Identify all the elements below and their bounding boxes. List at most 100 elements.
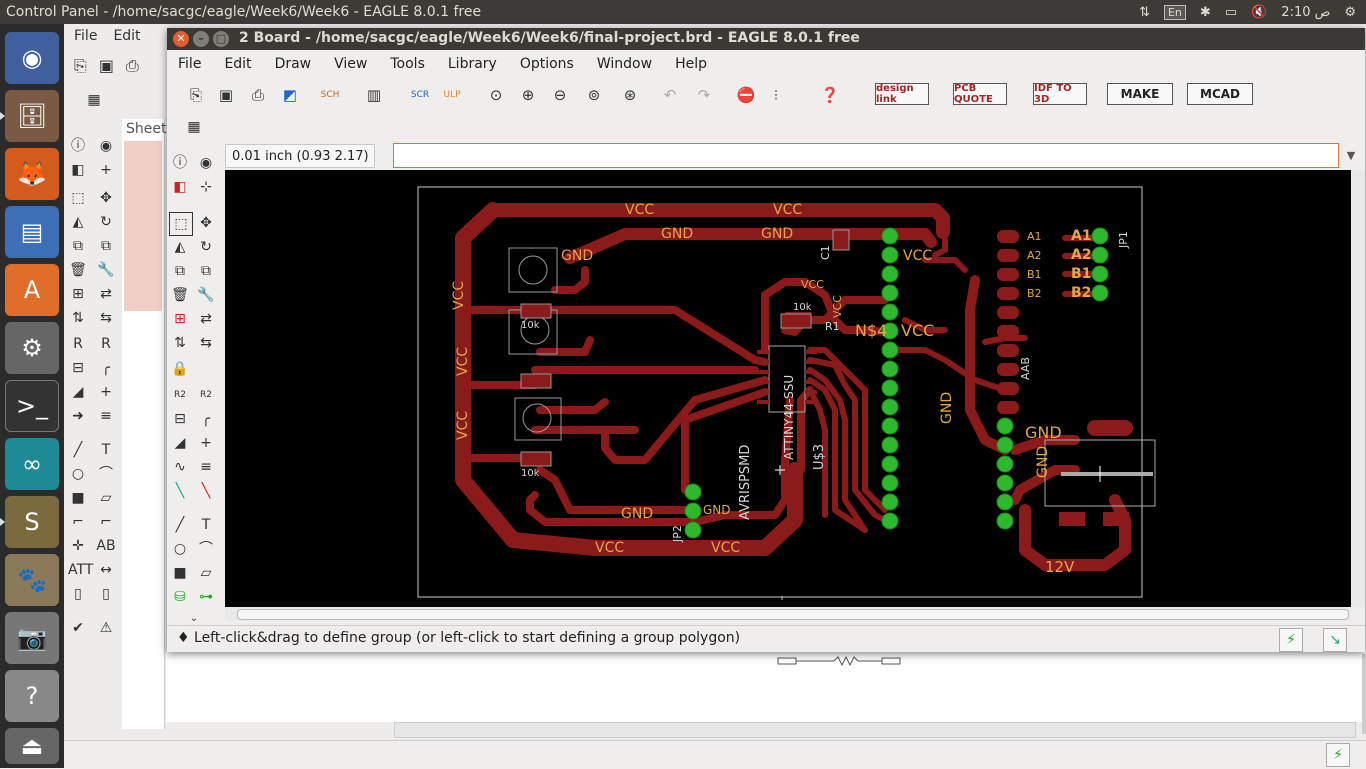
terminal-icon[interactable]: >_: [5, 380, 59, 432]
module-icon[interactable]: ▯: [102, 586, 110, 602]
maximize-icon[interactable]: □: [213, 31, 229, 47]
ubuntu-dash-icon[interactable]: ◉: [5, 32, 59, 84]
mirror-icon[interactable]: ◭: [174, 239, 186, 255]
gate-icon[interactable]: ⇆: [100, 310, 112, 326]
board-horizontal-scrollbar[interactable]: [225, 607, 1351, 621]
meander-icon[interactable]: ∿: [174, 459, 186, 475]
warning-icon[interactable]: ⚠: [99, 620, 113, 636]
wire-icon[interactable]: ╱: [175, 517, 185, 533]
via-icon[interactable]: ⛁: [174, 589, 186, 605]
name-icon[interactable]: R: [73, 336, 83, 352]
volume-muted-icon[interactable]: 🔇: [1251, 4, 1268, 20]
menu-file[interactable]: File: [178, 56, 202, 72]
bus-icon[interactable]: ≡: [100, 408, 112, 424]
net-icon[interactable]: ⌐: [72, 514, 84, 530]
miter-icon[interactable]: ╭: [101, 360, 111, 376]
copy-icon[interactable]: ⧉: [73, 238, 83, 254]
board-canvas[interactable]: VCC VCC GND GND GND VCC VCC N$4 VCC GND …: [225, 170, 1351, 607]
split-icon[interactable]: ◢: [72, 384, 84, 400]
menu-view[interactable]: View: [334, 56, 368, 72]
split-icon[interactable]: ◢: [174, 435, 186, 451]
script-icon[interactable]: SCR: [410, 90, 430, 100]
print-icon[interactable]: ⎙: [125, 56, 139, 75]
miter-icon[interactable]: ╭: [201, 411, 211, 427]
mark-icon[interactable]: +: [100, 162, 112, 178]
select-icon[interactable]: ⬚: [71, 190, 85, 206]
network-arrows-icon[interactable]: ⇅: [1139, 4, 1150, 20]
mcad-button[interactable]: MCAD: [1187, 83, 1253, 105]
files-icon[interactable]: 🗄: [0, 90, 59, 142]
scroll-thumb[interactable]: [237, 609, 1349, 620]
smash-icon[interactable]: ⊟: [72, 360, 84, 376]
polygon-icon[interactable]: ▱: [200, 565, 212, 581]
move-icon[interactable]: ✥: [200, 215, 212, 231]
save-icon[interactable]: ▣: [98, 56, 114, 75]
firefox-icon[interactable]: 🦊: [5, 148, 59, 200]
autorouter-icon[interactable]: ↘: [1323, 628, 1347, 652]
optimize-icon[interactable]: ⇆: [200, 335, 212, 351]
zoom-fit-icon[interactable]: ⊙: [489, 86, 503, 104]
polygon-icon[interactable]: ▱: [100, 490, 112, 506]
save-icon[interactable]: ▣: [218, 86, 234, 104]
rect-icon[interactable]: ■: [71, 490, 85, 506]
hole-icon[interactable]: ⊶: [199, 589, 213, 605]
open-icon[interactable]: ⎘: [74, 56, 87, 75]
mirror-icon[interactable]: ◭: [72, 214, 84, 230]
software-center-icon[interactable]: A: [5, 264, 59, 316]
pin-icon[interactable]: ➜: [72, 408, 84, 424]
layers-icon[interactable]: ◧: [173, 179, 187, 195]
settings-icon[interactable]: ⚙: [5, 322, 59, 374]
eye-icon[interactable]: ◉: [99, 138, 113, 154]
paste-icon[interactable]: ⧉: [101, 238, 111, 254]
menu-options[interactable]: Options: [519, 56, 574, 72]
sch-brd-switch-icon[interactable]: SCH: [320, 90, 340, 100]
delete-icon[interactable]: 🗑: [69, 262, 87, 278]
schematic-menu-edit[interactable]: Edit: [113, 28, 141, 44]
keyboard-language-indicator[interactable]: En: [1163, 4, 1186, 20]
ulp-icon[interactable]: ULP: [443, 90, 461, 100]
make-button[interactable]: MAKE: [1107, 83, 1173, 105]
ab-icon[interactable]: AB: [96, 538, 116, 554]
design-link-button[interactable]: design link: [875, 83, 929, 105]
frame-icon[interactable]: ▯: [74, 586, 82, 602]
replace-icon[interactable]: ⇄: [200, 311, 212, 327]
arc-icon[interactable]: ⌒: [199, 541, 213, 557]
replace-icon[interactable]: ⇄: [100, 286, 112, 302]
menu-library[interactable]: Library: [447, 56, 497, 72]
close-icon[interactable]: ✕: [173, 31, 189, 47]
rect-icon[interactable]: ■: [173, 565, 187, 581]
zoom-select-icon[interactable]: ⊛: [623, 86, 637, 104]
circle-icon[interactable]: ○: [71, 466, 85, 482]
cam-icon[interactable]: ◩: [282, 86, 298, 104]
value-icon[interactable]: R: [101, 336, 111, 352]
schematic-canvas[interactable]: [166, 652, 1366, 722]
zoom-in-icon[interactable]: ⊕: [521, 86, 535, 104]
menu-draw[interactable]: Draw: [274, 56, 312, 72]
info-icon[interactable]: ⓘ: [71, 138, 85, 154]
grid-icon[interactable]: ▦: [87, 92, 101, 108]
battery-icon[interactable]: ▭: [1224, 4, 1238, 20]
copy-icon[interactable]: ⧉: [175, 263, 185, 279]
gimp-icon[interactable]: 🐾: [5, 554, 59, 606]
writer-icon[interactable]: ▤: [5, 206, 59, 258]
menu-help[interactable]: Help: [675, 56, 707, 72]
minimize-icon[interactable]: –: [193, 31, 209, 47]
board-vertical-scrollbar[interactable]: [1351, 170, 1365, 607]
name-icon[interactable]: R2: [174, 390, 186, 400]
camera-icon[interactable]: 📷: [5, 612, 59, 664]
dimension-icon[interactable]: ↔: [100, 562, 112, 578]
clock[interactable]: 2:10 ص: [1281, 4, 1331, 20]
lock-icon[interactable]: 🔒: [171, 361, 189, 377]
arc-icon[interactable]: ⌒: [99, 466, 113, 482]
mark-icon[interactable]: ⊹: [200, 179, 212, 195]
settings-gear-icon[interactable]: ⚙: [1344, 4, 1356, 20]
schematic-hscroll[interactable]: [394, 722, 1356, 738]
layers-icon[interactable]: ◧: [71, 162, 85, 178]
lightning-icon[interactable]: ⚡: [1279, 628, 1303, 652]
zoom-out-icon[interactable]: ⊖: [553, 86, 567, 104]
idf-to-3d-button[interactable]: IDF TO 3D: [1033, 83, 1087, 105]
schematic-vscroll[interactable]: [1362, 654, 1366, 734]
undo-icon[interactable]: ↶: [663, 86, 677, 104]
smash-icon[interactable]: ⊟: [174, 411, 186, 427]
zoom-redraw-icon[interactable]: ⊚: [587, 86, 601, 104]
